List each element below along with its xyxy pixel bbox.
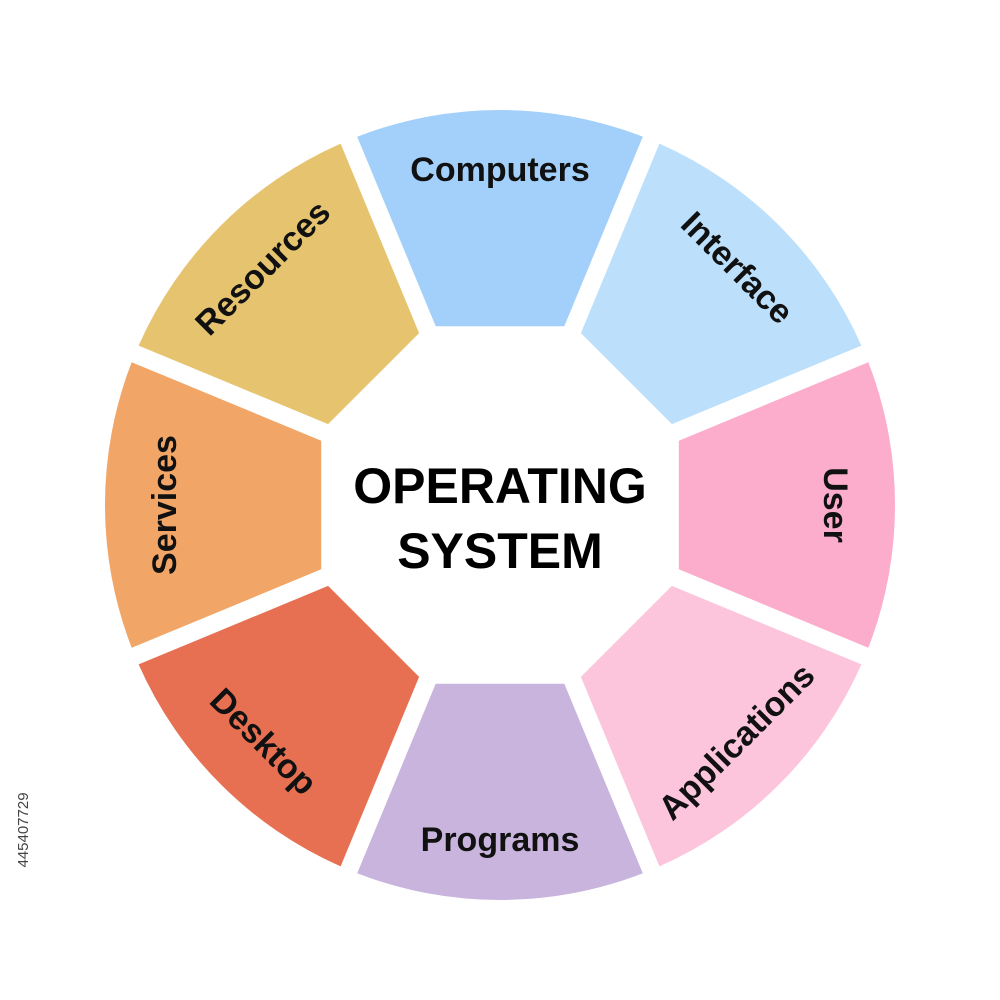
segment-label-services: Services <box>146 435 184 575</box>
center-title-line1: OPERATING <box>353 458 647 514</box>
segment-applications <box>580 585 862 867</box>
segment-label-user: User <box>816 467 854 543</box>
segment-interface <box>580 143 862 425</box>
stock-id-watermark: 445407729 <box>15 792 32 867</box>
segment-programs <box>357 683 643 901</box>
segments-group <box>104 109 896 901</box>
segment-computers <box>357 109 643 327</box>
segment-resources <box>138 143 420 425</box>
segment-label-computers: Computers <box>410 151 589 189</box>
segment-desktop <box>138 585 420 867</box>
segment-user <box>678 362 896 648</box>
segment-label-programs: Programs <box>421 821 580 859</box>
segment-services <box>104 362 322 648</box>
center-title-line2: SYSTEM <box>397 523 603 579</box>
